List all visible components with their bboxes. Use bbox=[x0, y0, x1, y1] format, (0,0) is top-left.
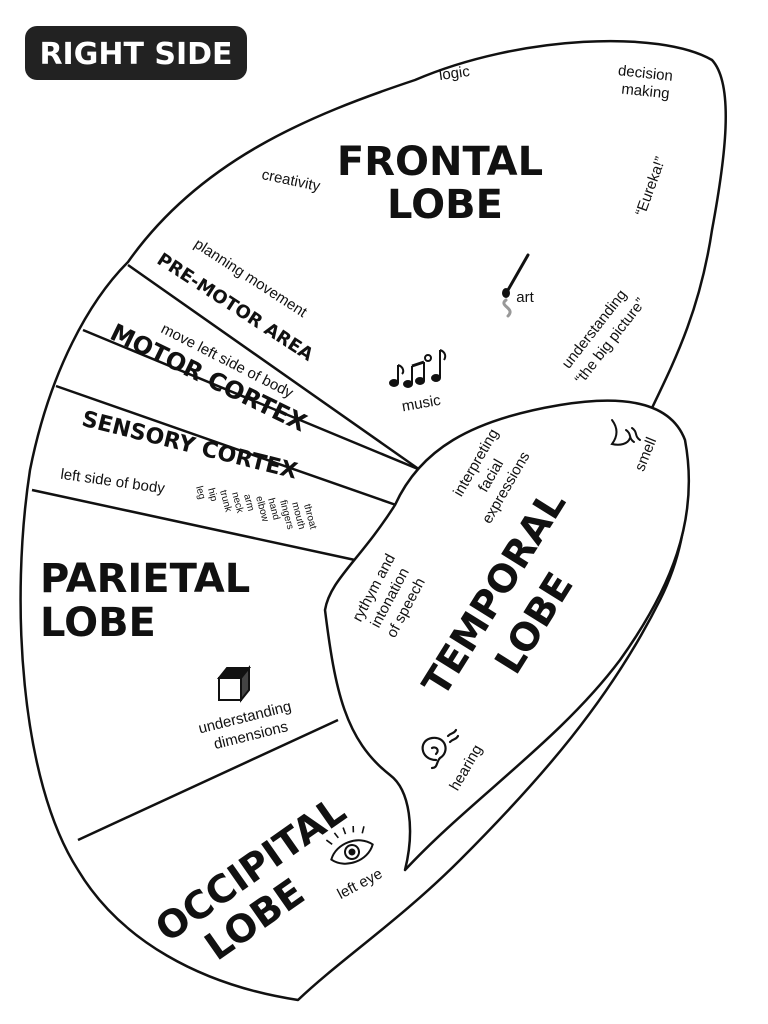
badge-text: RIGHT SIDE bbox=[39, 37, 232, 72]
paintbrush-icon bbox=[502, 253, 530, 318]
divider-premotor-motor bbox=[82, 328, 419, 471]
nose-smell-icon bbox=[610, 419, 641, 446]
divider-sensory-parietal bbox=[31, 488, 356, 562]
music-notes-icon bbox=[389, 349, 447, 388]
divider-premotor-top bbox=[127, 263, 421, 472]
parietal-title-line2: LOBE bbox=[40, 600, 156, 646]
parietal-title-line1: PARIETAL bbox=[40, 556, 250, 602]
eye-icon bbox=[325, 826, 374, 865]
music-label: music bbox=[400, 392, 442, 416]
ear-icon bbox=[421, 728, 460, 770]
cube-icon bbox=[216, 665, 252, 703]
divider-motor-sensory bbox=[55, 384, 397, 507]
right-side-badge: RIGHT SIDE bbox=[25, 26, 247, 80]
body-part-hip: hip bbox=[205, 487, 219, 503]
divider-parietal-occipital bbox=[77, 718, 339, 842]
brain-outline bbox=[19, 39, 727, 1002]
art-label: art bbox=[516, 289, 534, 306]
frontal-title-line2: LOBE bbox=[387, 182, 503, 228]
body-part-arm: arm bbox=[241, 493, 256, 512]
decision-label-line1: decision bbox=[617, 62, 674, 85]
temporal-lobe-outline bbox=[323, 399, 691, 872]
decision-label-line2: making bbox=[621, 81, 671, 103]
frontal-title-line1: FRONTAL bbox=[337, 139, 543, 185]
body-part-leg: leg bbox=[193, 485, 207, 501]
logic-label: logic bbox=[438, 63, 471, 84]
